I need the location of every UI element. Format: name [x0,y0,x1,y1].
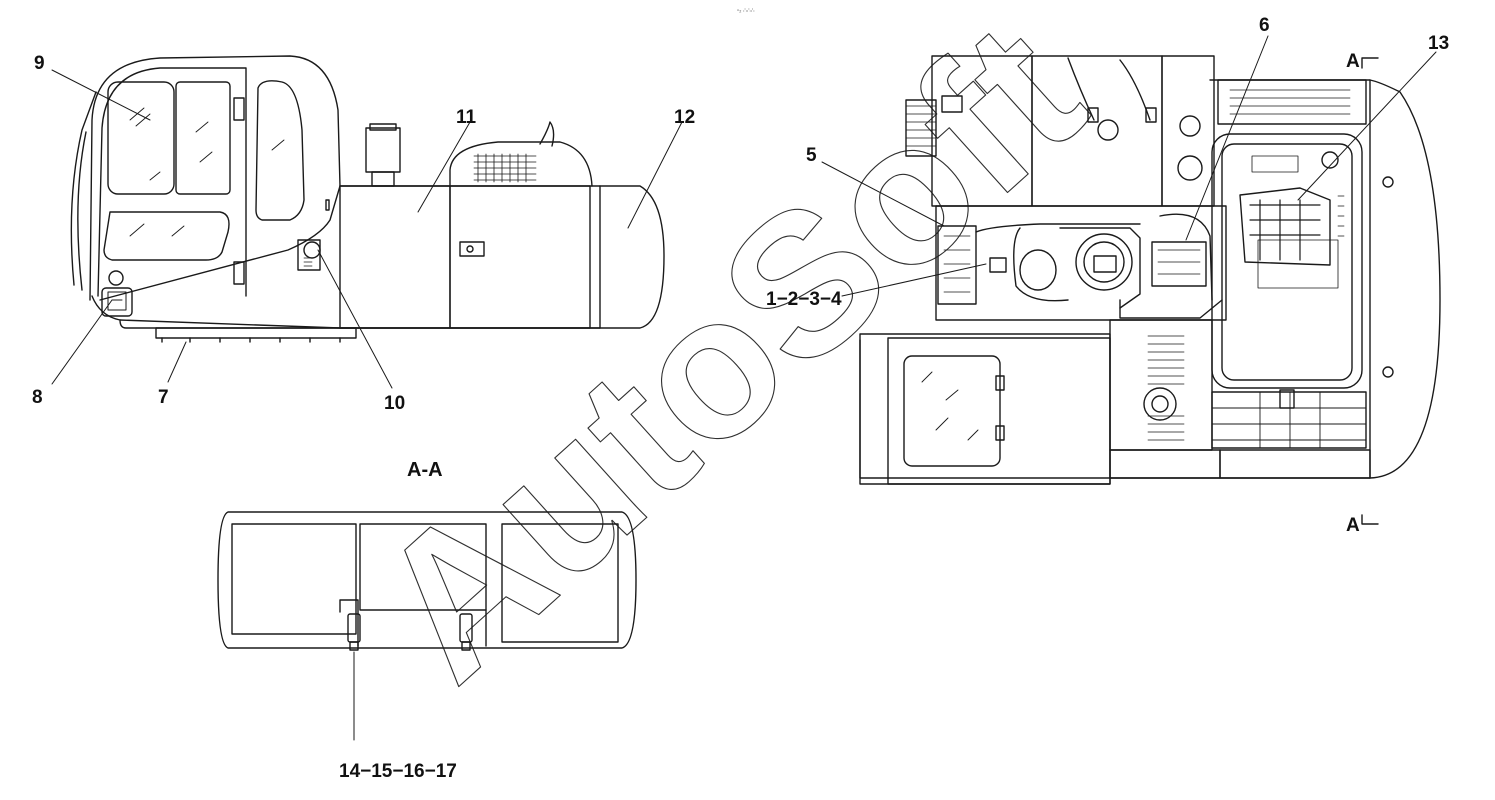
upper-structure-outline [859,79,1441,479]
watermark-text: AutoSoft [335,0,1123,722]
callout-6: 6 [1259,15,1270,36]
watermark: AutoSoft [334,0,1123,723]
header-mark: ▫₂ ∴∴∴ [737,8,755,14]
callout-10: 10 [384,393,406,414]
side-leaders [51,69,683,389]
top-view [859,55,1441,525]
section-marker-bottom: A [1346,515,1360,536]
section-outline [217,511,637,649]
machine-body [339,185,601,329]
callout-11: 11 [456,107,477,128]
callout-9: 9 [34,53,45,74]
callout-14-17: 14−15−16−17 [339,761,457,782]
hood-grille [473,153,537,183]
section-title: A-A [407,459,443,481]
section-marker-top: A [1346,51,1360,72]
callout-1-4: 1−2−3−4 [766,289,842,310]
cab-lower-window [103,211,230,261]
callout-5: 5 [806,145,817,166]
callout-8: 8 [32,387,43,408]
callout-13: 13 [1428,33,1450,54]
callout-12: 12 [674,107,696,128]
section-a-a-view [217,511,637,741]
side-view [70,55,665,343]
cab-outline [89,55,341,301]
top-leaders [821,35,1437,297]
callout-7: 7 [158,387,169,408]
